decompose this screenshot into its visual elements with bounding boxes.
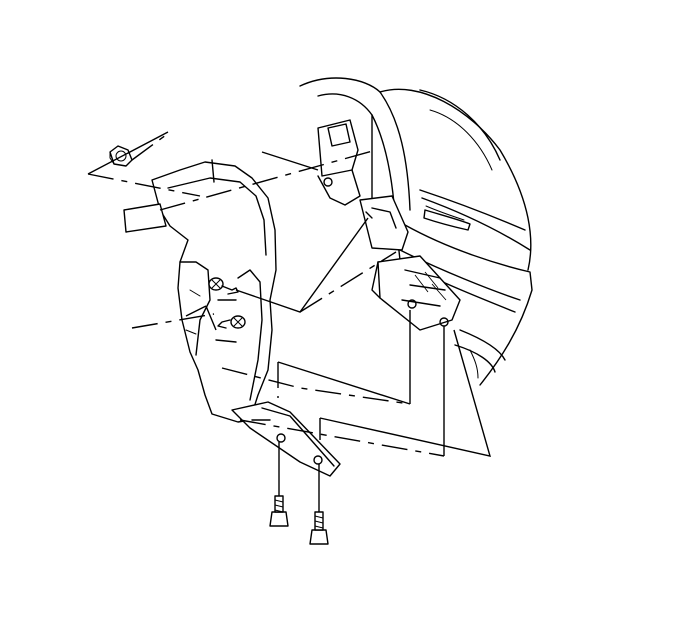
splash-shield — [123, 159, 341, 477]
leader-lines — [87, 131, 491, 512]
upper-screw-1 — [208, 277, 239, 295]
fascia-bumper — [299, 77, 533, 386]
lower-bolt-1 — [269, 495, 289, 527]
lower-bolt-2 — [309, 511, 329, 545]
upper-screw-2 — [217, 315, 246, 329]
